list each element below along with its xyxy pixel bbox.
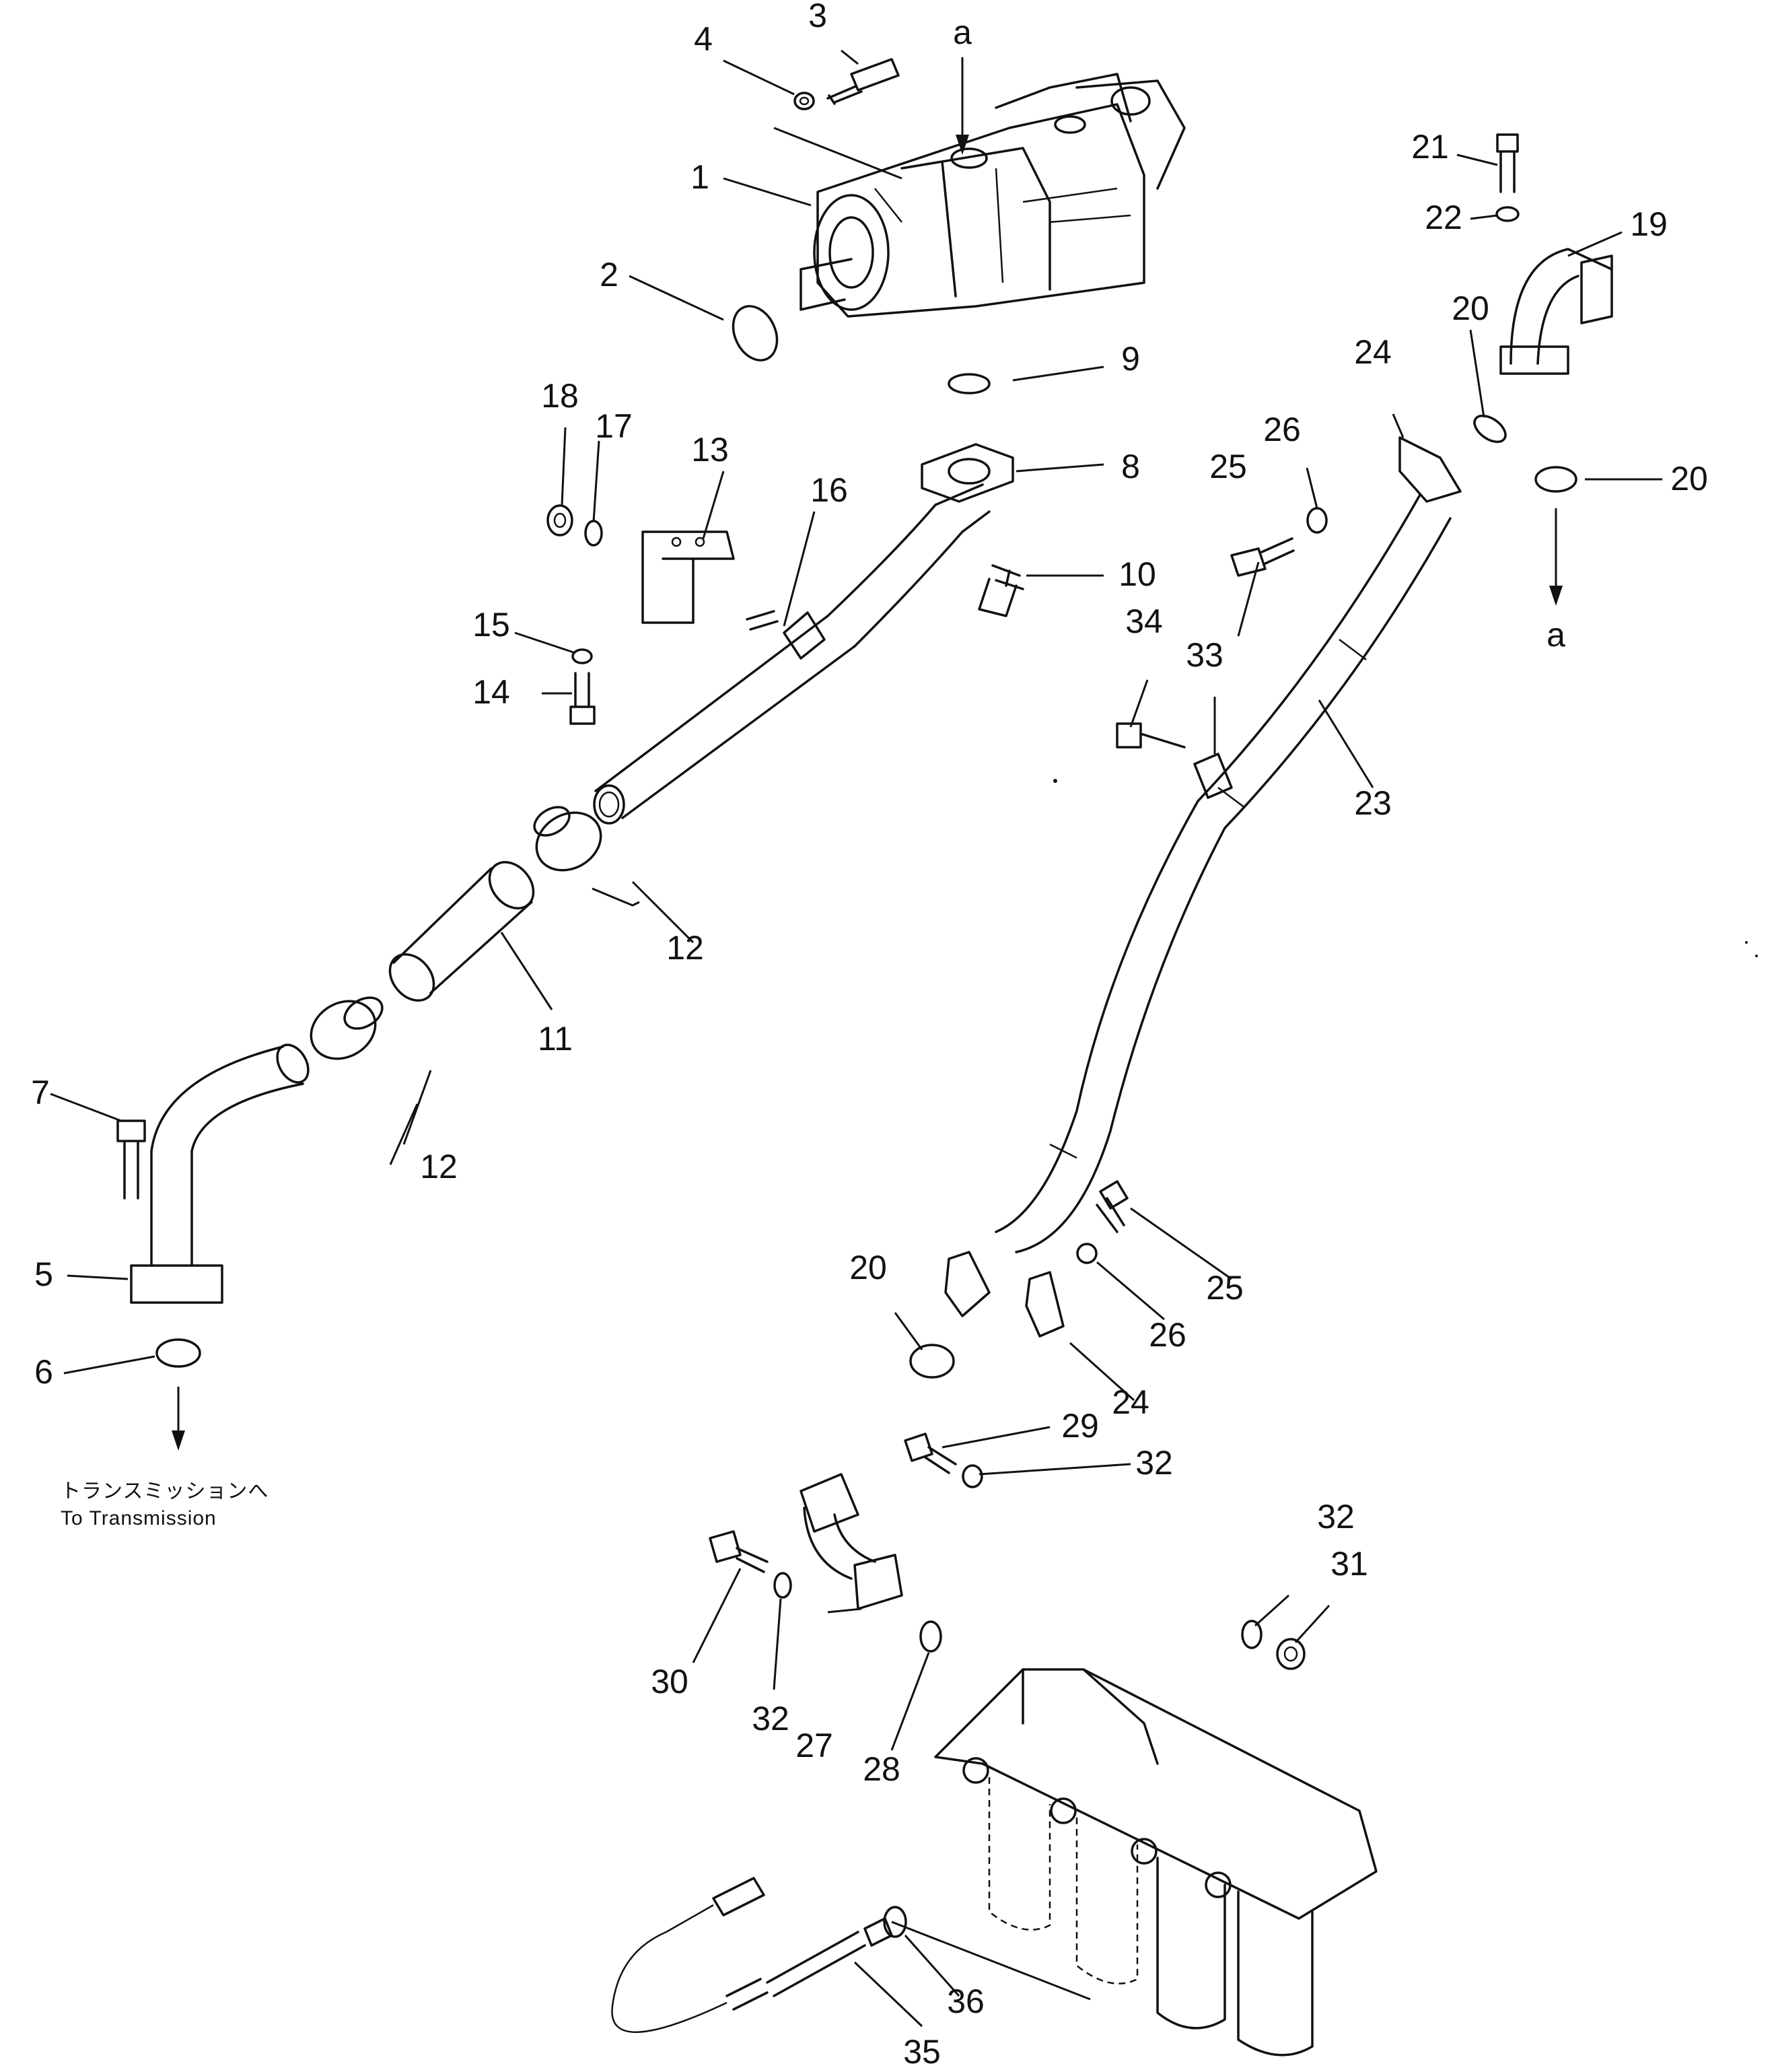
- callout-8: 8: [1121, 448, 1140, 485]
- callout-16: 16: [810, 471, 848, 509]
- callout-34: 34: [1125, 602, 1163, 640]
- callout-31: 31: [1330, 1545, 1368, 1583]
- svg-text:a: a: [953, 13, 972, 51]
- callout-5: 5: [34, 1255, 53, 1293]
- flange-8: [921, 443, 1014, 503]
- sensor-35: [611, 1877, 893, 2033]
- callout-24-lower: 24: [1112, 1383, 1149, 1421]
- callout-13: 13: [691, 431, 729, 469]
- callout-26-lower: 26: [1149, 1316, 1186, 1354]
- o-ring-20-lower: [909, 1344, 955, 1379]
- callout-27: 27: [795, 1727, 833, 1764]
- callout-20-right: 20: [1670, 460, 1708, 497]
- o-ring-28: [919, 1620, 942, 1653]
- connector-a-right: a: [1547, 508, 1565, 654]
- o-ring-9: [948, 373, 991, 394]
- callout-30: 30: [651, 1663, 688, 1700]
- callout-3: 3: [808, 0, 827, 34]
- callout-26-upper: 26: [1263, 411, 1301, 448]
- callout-numbers: 1 2 3 4 5 6 7 8 9 10 11 12 12 13 14 15 1…: [31, 0, 1708, 2071]
- washer-4: [793, 92, 815, 110]
- callout-35: 35: [903, 2033, 941, 2071]
- bolt-7: [116, 1119, 146, 1200]
- hydraulic-pump: [800, 73, 1186, 318]
- washer-17: [584, 520, 603, 547]
- callout-20-lower: 20: [849, 1249, 887, 1286]
- callout-9: 9: [1121, 340, 1140, 378]
- callout-21: 21: [1411, 128, 1449, 166]
- connector-a-top: a: [953, 13, 972, 155]
- callout-6: 6: [34, 1353, 53, 1391]
- callout-32-a: 32: [1135, 1444, 1173, 1482]
- washer-32-c: [1241, 1620, 1263, 1649]
- bolt-25-upper: [1230, 537, 1295, 577]
- bolt-29: [904, 1432, 957, 1474]
- washer-36: [883, 1906, 907, 1938]
- elbow-tube-5: [130, 1043, 310, 1304]
- valve-body: [934, 1668, 1378, 2057]
- callout-4: 4: [694, 20, 713, 58]
- svg-text:a: a: [1547, 616, 1565, 654]
- destination-note-en: To Transmission: [61, 1507, 217, 1529]
- callout-14: 14: [472, 673, 510, 711]
- bolt-21: [1496, 133, 1519, 193]
- leader-lines: [50, 49, 1662, 2028]
- to-transmission-arrow: [172, 1387, 185, 1451]
- callout-17: 17: [595, 407, 633, 445]
- callout-12-lower: 12: [420, 1148, 458, 1185]
- o-ring-2: [732, 305, 779, 361]
- callout-11: 11: [538, 1020, 573, 1058]
- callout-15: 15: [472, 606, 510, 644]
- hose-clamp-12-lower: [310, 996, 384, 1060]
- callout-25-upper: 25: [1209, 448, 1247, 485]
- bolt-34: [1116, 722, 1186, 749]
- callout-22: 22: [1425, 199, 1462, 236]
- washer-22: [1495, 206, 1520, 222]
- nut-18: [546, 504, 573, 537]
- bolt-14: [569, 672, 596, 725]
- hose-clamp-12-upper: [533, 806, 602, 872]
- washer-32-b: [773, 1572, 792, 1599]
- callout-7: 7: [31, 1074, 50, 1111]
- o-ring-20-upper: [1473, 414, 1507, 444]
- hose-11: [388, 861, 535, 1002]
- washer-26-lower: [1076, 1243, 1098, 1264]
- bolt-25-lower: [1096, 1180, 1129, 1233]
- elbow-27: [800, 1473, 903, 1610]
- o-ring-20-right: [1534, 466, 1577, 493]
- callout-29: 29: [1061, 1407, 1099, 1445]
- callout-1: 1: [690, 158, 709, 196]
- clip-33: [1193, 753, 1233, 799]
- elbow-19: [1499, 248, 1613, 375]
- washer-32-a: [962, 1464, 983, 1488]
- callout-20-upper: 20: [1452, 289, 1489, 327]
- hose-fitting-24-lower: [944, 1251, 1065, 1338]
- callout-33: 33: [1186, 636, 1223, 674]
- bolt-3: [826, 58, 900, 105]
- callout-28: 28: [863, 1750, 900, 1788]
- o-ring-6: [155, 1338, 201, 1368]
- callout-25-lower: 25: [1206, 1269, 1244, 1307]
- washer-15: [571, 648, 593, 664]
- callout-24-upper: 24: [1354, 333, 1392, 371]
- callout-19: 19: [1630, 205, 1668, 243]
- hose-fitting-24-upper: [1398, 436, 1462, 503]
- bolt-10: [978, 564, 1024, 617]
- callout-32-c: 32: [1317, 1498, 1355, 1535]
- washer-26-upper: [1306, 507, 1328, 534]
- callout-36: 36: [947, 1982, 985, 2020]
- destination-note-jp: トランスミッションへ: [61, 1480, 269, 1503]
- callout-23: 23: [1354, 784, 1392, 822]
- suction-tube-16: [593, 483, 991, 825]
- hose-23: [995, 493, 1452, 1253]
- bracket-13: [641, 530, 735, 624]
- callout-2: 2: [600, 256, 618, 293]
- callout-10: 10: [1118, 555, 1156, 593]
- bolt-30: [709, 1530, 769, 1573]
- callout-32-b: 32: [752, 1700, 789, 1737]
- nut-31: [1276, 1638, 1306, 1670]
- callout-18: 18: [541, 377, 579, 415]
- callout-12-upper: 12: [666, 929, 704, 967]
